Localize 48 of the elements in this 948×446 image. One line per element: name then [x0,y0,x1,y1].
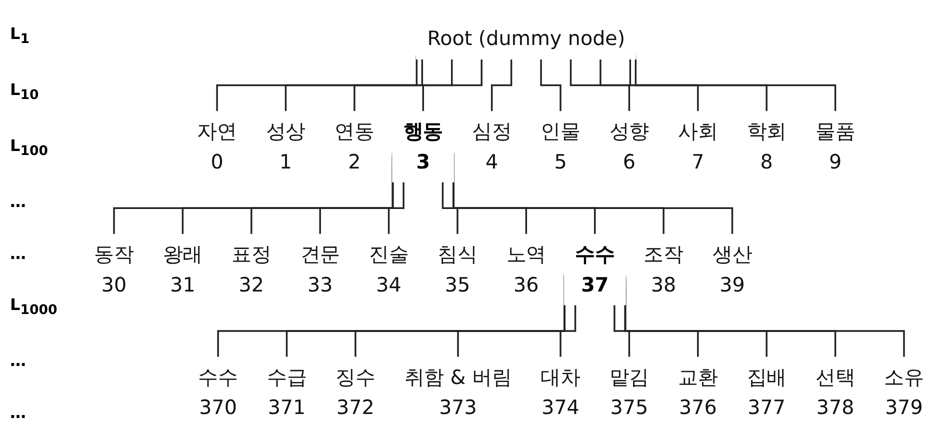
node-text: 생산 39 [712,242,752,296]
connector [490,58,512,113]
node-text: 대차 374 [540,365,580,419]
ellipsis-mark: … [10,192,27,211]
connector [442,182,458,236]
connector [614,304,630,358]
connector [354,58,453,113]
node-text: 사회 7 [678,120,718,174]
node-text: 왕래 31 [162,242,203,296]
node-text: 자연 0 [197,120,237,174]
node-text: 맡김 375 [609,365,650,419]
node-text: 연동 2 [334,120,374,174]
node-text: 심정 4 [472,120,512,174]
connector [422,58,482,113]
node-text: 수수 370 [198,365,238,419]
node-text: 동작 30 [94,242,134,296]
node-text: 노역 36 [506,242,546,296]
node-text: 침식 35 [438,242,478,296]
node-text: 진술 34 [368,242,409,296]
level-label: L$_{10}$ [10,80,40,104]
ellipsis-mark: … [10,244,27,263]
connector [600,58,699,113]
node-text: 조작 38 [644,242,684,296]
level-label: L$_{1}$ [10,24,30,48]
node-text: 인물 5 [540,120,580,174]
node-text: 집배 377 [746,365,786,419]
node-text: 성향 6 [609,120,650,174]
connector [388,182,404,236]
level-label: L$_{100}$ [10,136,50,160]
ellipsis-mark: … [10,351,27,370]
node-text: 물품 9 [815,120,856,174]
connector [284,58,424,113]
node-text: 교환 376 [678,365,718,419]
node-text: 성상 1 [266,120,306,174]
connector [540,58,562,113]
node-text: 소유 379 [884,365,924,419]
ellipsis-mark: … [10,402,27,422]
node-text: 징수 372 [336,365,376,419]
node-text: 선택 378 [815,365,856,419]
connector [629,58,768,113]
connector [560,304,576,358]
node-text: 학회 8 [746,120,786,174]
node-text: 표정 32 [232,242,272,296]
node-text: 견문 33 [300,242,340,296]
node-text: 수급 371 [266,365,307,419]
connector [570,58,630,113]
level-label: L$_{1000}$ [10,295,58,318]
node-text: 취함 & 버림 373 [404,365,512,419]
